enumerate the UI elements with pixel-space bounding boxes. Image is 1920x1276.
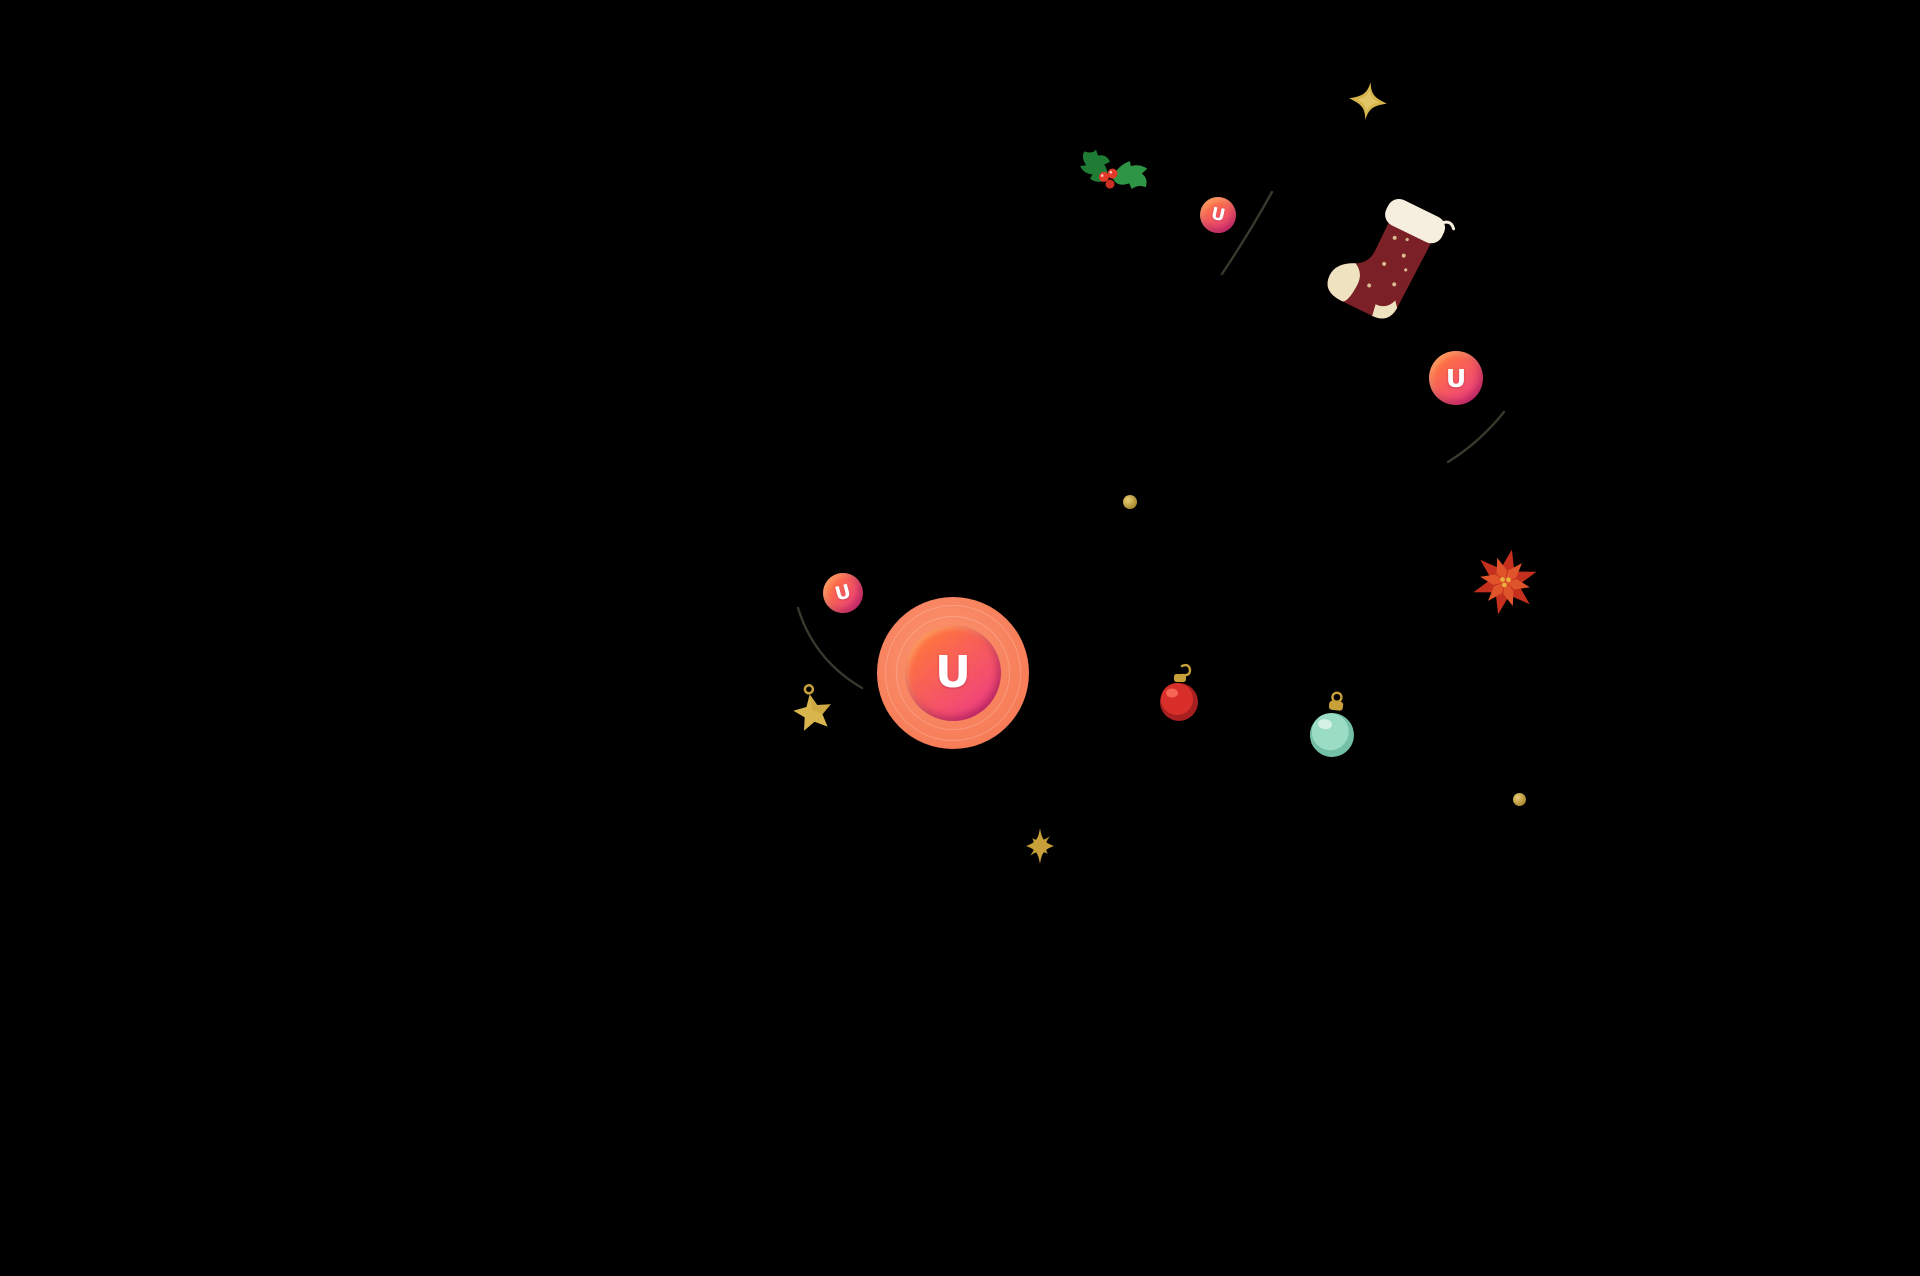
sparkle-8pt-icon [1020,826,1060,866]
u-coin-large: U [877,597,1029,749]
bauble-mint-icon [1303,687,1362,762]
sparkle-star-icon [1345,78,1390,123]
coin-letter: U [1445,363,1467,393]
holly-icon [1066,141,1154,214]
swoosh-line [1446,410,1506,464]
swoosh-line [796,606,864,690]
poinsettia-icon [1459,536,1552,629]
swoosh-line [1220,190,1274,276]
glitter-dot-1 [1123,495,1137,509]
glitter-dot-2 [1513,793,1526,806]
coin-ripple-ring [885,605,1021,741]
u-coin-medium: U [1429,351,1483,405]
coin-ripple-ring [896,616,1010,730]
stocking-icon [1315,178,1474,346]
u-coin-large-face: U [905,625,1001,721]
coin-letter: U [832,579,854,606]
bauble-red-icon [1157,662,1201,724]
coin-letter: U [935,647,971,698]
star-ornament-icon [785,678,839,735]
